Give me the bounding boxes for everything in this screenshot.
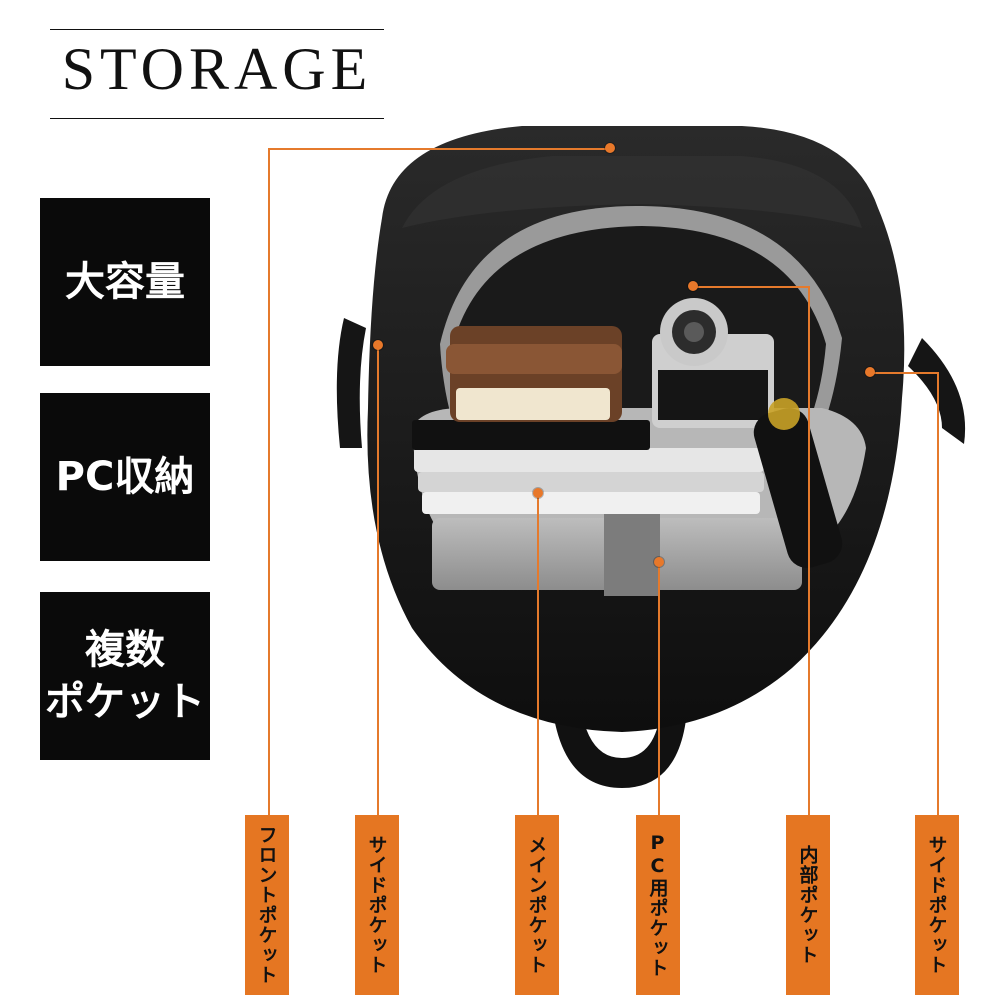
callout-text: サイドポケット: [365, 835, 388, 975]
title-rule-top: [50, 29, 384, 30]
page-title: STORAGE: [61, 36, 373, 102]
callout-line: [693, 286, 809, 288]
callout-line: [808, 286, 810, 815]
callout-text: PC用ポケット: [646, 832, 669, 978]
callout-dot: [605, 143, 615, 153]
callout-label-main-pocket: メインポケット: [515, 815, 559, 995]
callout-line: [870, 372, 938, 374]
callout-dot: [533, 488, 543, 498]
callout-label-front-pocket: フロントポケット: [245, 815, 289, 995]
callout-dot: [373, 340, 383, 350]
backpack-photo: [336, 126, 966, 788]
feature-box-capacity: 大容量: [40, 198, 210, 366]
callout-label-side-pocket-left: サイドポケット: [355, 815, 399, 995]
feature-box-pc-storage: PC収納: [40, 393, 210, 561]
callout-dot: [688, 281, 698, 291]
feature-box-multiple-pockets: 複数 ポケット: [40, 592, 210, 760]
callout-line: [377, 345, 379, 815]
callout-label-pc-pocket: PC用ポケット: [636, 815, 680, 995]
callout-label-side-pocket-right: サイドポケット: [915, 815, 959, 995]
callout-text: メインポケット: [525, 835, 548, 975]
callout-text: フロントポケット: [255, 825, 278, 985]
callout-label-inner-pocket: 内部ポケット: [786, 815, 830, 995]
callout-line: [268, 148, 270, 815]
callout-dot: [654, 557, 664, 567]
feature-label: 複数 ポケット: [45, 627, 205, 725]
callout-dot: [865, 367, 875, 377]
callout-text: サイドポケット: [925, 835, 948, 975]
feature-label: PC収納: [55, 454, 195, 500]
callout-line: [537, 493, 539, 815]
callout-line: [268, 148, 610, 150]
feature-label: 大容量: [65, 259, 185, 305]
title-rule-bottom: [50, 118, 384, 119]
callout-line: [658, 562, 660, 815]
callout-text: 内部ポケット: [796, 845, 819, 965]
callout-line: [937, 372, 939, 815]
